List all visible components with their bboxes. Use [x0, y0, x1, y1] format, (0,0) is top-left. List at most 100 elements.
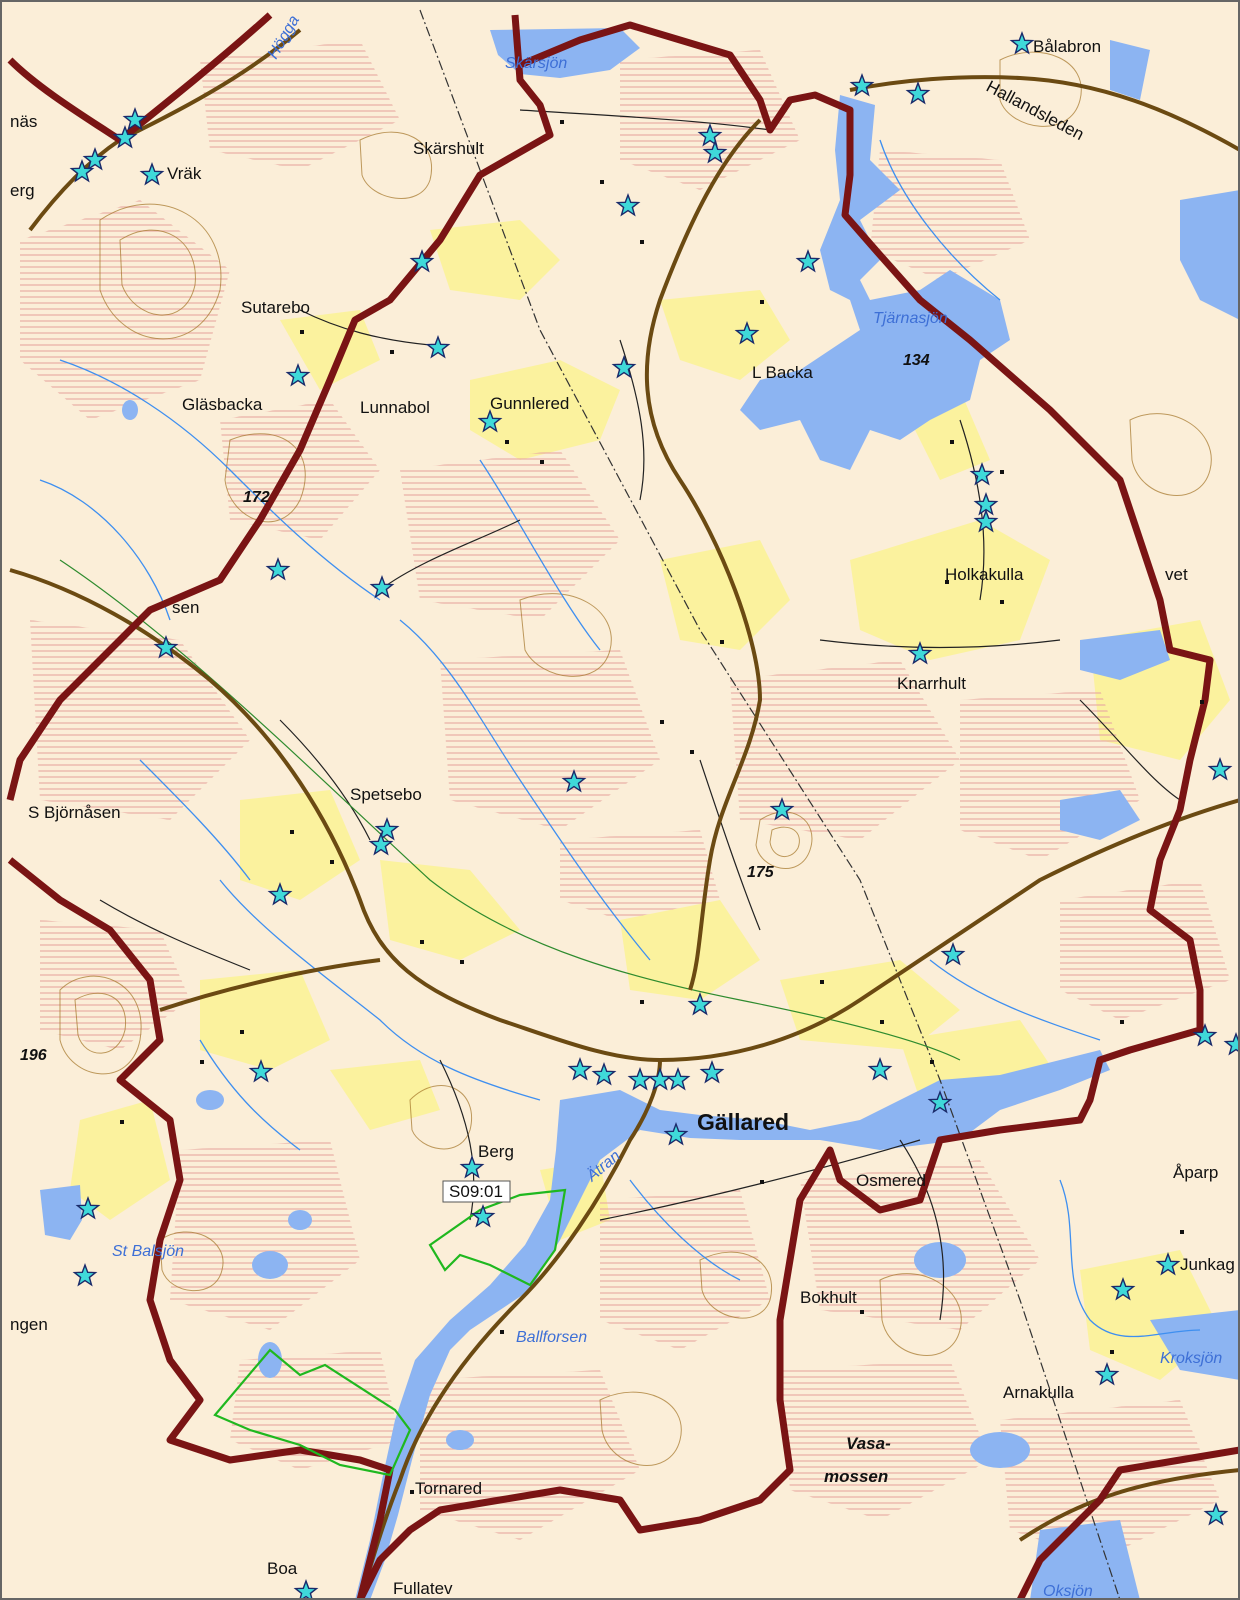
label-aparp: Åparp	[1173, 1163, 1218, 1182]
star-marker-icon[interactable]	[369, 574, 395, 599]
star-marker-icon[interactable]	[567, 1056, 593, 1081]
star-marker-icon[interactable]	[459, 1154, 485, 1179]
star-marker-icon[interactable]	[139, 161, 165, 186]
label-edge-junkag: Junkag	[1180, 1255, 1235, 1274]
star-marker-icon[interactable]	[1009, 30, 1035, 55]
label-gallared: Gällared	[697, 1109, 789, 1135]
star-marker-icon[interactable]	[470, 1203, 496, 1228]
star-marker-icon[interactable]	[849, 72, 875, 97]
star-marker-icon[interactable]	[867, 1056, 893, 1081]
star-marker-icon[interactable]	[265, 556, 291, 581]
label-skarsjon: Skärsjön	[505, 55, 567, 72]
star-marker-icon[interactable]	[697, 122, 723, 147]
minor-roads	[99, 109, 1181, 1321]
railway-line	[419, 9, 1121, 1600]
star-marker-icon[interactable]	[702, 139, 728, 164]
lake-tjarnasjon	[740, 95, 1010, 470]
star-marker-icon[interactable]	[665, 1066, 691, 1091]
label-sutarebo: Sutarebo	[241, 298, 310, 317]
elevation-172: 172	[243, 489, 270, 506]
star-marker-icon[interactable]	[75, 1195, 101, 1220]
lake-kroksjon	[1150, 1310, 1240, 1380]
label-holkakulla: Holkakulla	[945, 565, 1024, 584]
star-marker-icon[interactable]	[1110, 1276, 1136, 1301]
star-marker-icon[interactable]	[734, 320, 760, 345]
label-lunnabol: Lunnabol	[360, 398, 430, 417]
label-st-balsjon: St Balsjön	[112, 1243, 184, 1260]
star-marker-icon[interactable]	[905, 80, 931, 105]
star-marker-icon[interactable]	[627, 1066, 653, 1091]
elevation-196: 196	[20, 1047, 47, 1064]
site-label-box[interactable]: S09:01	[442, 1180, 511, 1203]
elevation-labels: 134 172 175 196	[20, 352, 930, 1064]
label-oksjon: Oksjön	[1043, 1583, 1093, 1600]
star-marker-icon[interactable]	[561, 768, 587, 793]
star-marker-icon[interactable]	[153, 634, 179, 659]
star-marker-icon[interactable]	[69, 158, 95, 183]
star-markers	[69, 30, 1240, 1600]
star-marker-icon[interactable]	[969, 461, 995, 486]
star-marker-icon[interactable]	[1203, 1501, 1229, 1526]
star-marker-icon[interactable]	[1192, 1022, 1218, 1047]
star-marker-icon[interactable]	[1207, 756, 1233, 781]
label-l-backa: L Backa	[752, 363, 813, 382]
label-gunnlered: Gunnlered	[490, 394, 569, 413]
star-marker-icon[interactable]	[687, 991, 713, 1016]
star-marker-icon[interactable]	[293, 1578, 319, 1600]
star-marker-icon[interactable]	[1223, 1031, 1240, 1056]
label-boa: Boa	[267, 1559, 298, 1578]
label-spetsebo: Spetsebo	[350, 785, 422, 804]
label-mossen: mossen	[824, 1467, 888, 1486]
star-marker-icon[interactable]	[940, 941, 966, 966]
star-marker-icon[interactable]	[795, 248, 821, 273]
contour-lines	[59, 51, 1212, 1466]
star-marker-icon[interactable]	[1155, 1251, 1181, 1276]
label-ballforsen: Ballforsen	[516, 1329, 587, 1346]
label-osmered: Osmered	[856, 1171, 926, 1190]
star-marker-icon[interactable]	[425, 334, 451, 359]
label-knarrhult: Knarrhult	[897, 674, 966, 693]
star-marker-icon[interactable]	[973, 508, 999, 533]
star-marker-icon[interactable]	[409, 248, 435, 273]
lake-right-4	[1110, 40, 1150, 100]
star-marker-icon[interactable]	[699, 1059, 725, 1084]
star-marker-icon[interactable]	[368, 831, 394, 856]
star-marker-icon[interactable]	[72, 1262, 98, 1287]
star-marker-icon[interactable]	[769, 796, 795, 821]
star-marker-icon[interactable]	[663, 1121, 689, 1146]
label-edge-ngen: ngen	[10, 1315, 48, 1334]
star-marker-icon[interactable]	[615, 192, 641, 217]
label-kroksjon: Kroksjön	[1160, 1350, 1222, 1367]
star-marker-icon[interactable]	[122, 106, 148, 131]
star-marker-icon[interactable]	[591, 1061, 617, 1086]
star-marker-icon[interactable]	[927, 1089, 953, 1114]
forest-hatching	[20, 40, 1230, 1560]
label-edge-vet: vet	[1165, 565, 1188, 584]
label-tjarnasjon: Tjärnasjön	[873, 310, 948, 327]
lake-right-1	[1080, 630, 1170, 680]
main-roads	[9, 28, 1240, 1600]
elevation-175: 175	[747, 864, 775, 881]
star-marker-icon[interactable]	[907, 640, 933, 665]
label-arnakulla: Arnakulla	[1003, 1383, 1074, 1402]
place-labels: Bålabron Skärshult Vräk Sutarebo Gläsbac…	[10, 37, 1235, 1598]
star-marker-icon[interactable]	[267, 881, 293, 906]
star-marker-icon[interactable]	[374, 816, 400, 841]
star-marker-icon[interactable]	[248, 1058, 274, 1083]
lake-right-2	[1060, 790, 1140, 840]
water-bodies	[40, 28, 1240, 1600]
label-berg: Berg	[478, 1142, 514, 1161]
star-marker-icon[interactable]	[477, 408, 503, 433]
label-edge-nas: näs	[10, 112, 37, 131]
wetland-labels: Vasa- mossen	[824, 1434, 891, 1486]
star-marker-icon[interactable]	[82, 146, 108, 171]
star-marker-icon[interactable]	[611, 354, 637, 379]
star-marker-icon[interactable]	[1094, 1361, 1120, 1386]
star-marker-icon[interactable]	[285, 362, 311, 387]
label-edge-erg: erg	[10, 181, 35, 200]
streams	[39, 139, 1201, 1338]
star-marker-icon[interactable]	[112, 124, 138, 149]
